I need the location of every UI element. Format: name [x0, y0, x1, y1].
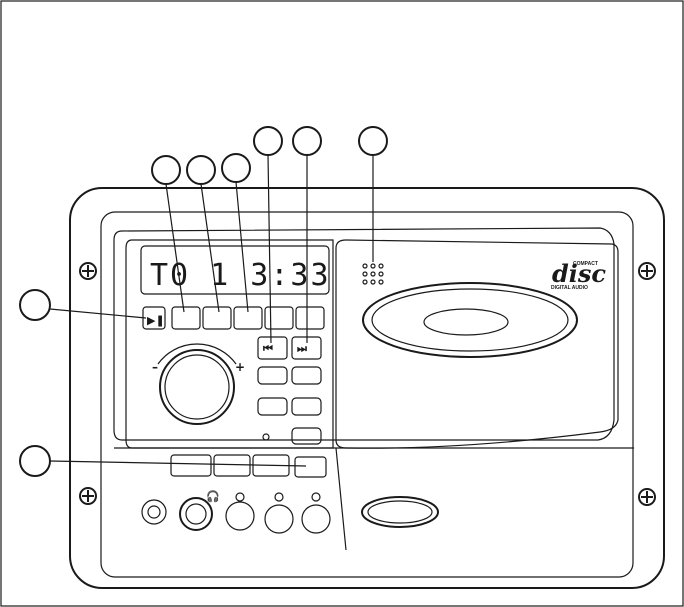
small-button-5[interactable]	[292, 428, 321, 444]
aux-jack[interactable]	[148, 506, 160, 518]
cd-section-edge	[336, 448, 346, 550]
knob-2-indicator	[275, 493, 283, 501]
compact-disc-logo: COMPACT disc DIGITAL AUDIO	[551, 259, 606, 291]
cd-slot-opening[interactable]	[424, 309, 508, 335]
svg-text:DIGITAL AUDIO: DIGITAL AUDIO	[551, 285, 588, 291]
previous-track-icon: ⏮	[263, 342, 273, 355]
screw-top-right	[639, 263, 655, 279]
small-button-1[interactable]	[258, 367, 287, 384]
callout-6	[359, 127, 387, 262]
preset-button-5[interactable]	[296, 307, 324, 329]
cd-slot-rim	[372, 289, 568, 351]
indicator-led	[263, 434, 269, 440]
small-button-3[interactable]	[258, 398, 287, 415]
preset-button-1[interactable]	[172, 307, 200, 329]
control-knob-2[interactable]	[265, 505, 293, 533]
volume-plus-label: +	[235, 360, 245, 374]
preset-button-2[interactable]	[203, 307, 231, 329]
volume-knob-inner	[165, 355, 229, 419]
headphone-jack[interactable]	[186, 504, 206, 524]
screw-top-left	[80, 263, 96, 279]
knob-3-indicator	[312, 493, 320, 501]
preset-button-4[interactable]	[265, 307, 293, 329]
bottom-button-4[interactable]	[295, 457, 326, 477]
callout-4	[254, 127, 282, 343]
small-button-4[interactable]	[292, 398, 321, 415]
screw-bottom-left	[80, 488, 96, 504]
volume-minus-label: –	[152, 360, 158, 374]
control-knob-1[interactable]	[226, 502, 254, 530]
svg-text:disc: disc	[552, 259, 606, 288]
knob-1-indicator	[236, 493, 244, 501]
callout-5	[293, 127, 321, 343]
aux-jack-outer	[142, 500, 166, 524]
callout-8	[20, 446, 306, 476]
next-track-icon: ⏭	[297, 342, 307, 355]
headphones-icon: 🎧	[206, 490, 220, 503]
ir-sensor-dots	[363, 264, 383, 284]
volume-knob[interactable]	[160, 350, 234, 424]
screw-bottom-right	[639, 489, 655, 505]
bottom-button-2[interactable]	[214, 455, 250, 476]
small-button-2[interactable]	[292, 367, 321, 384]
eject-button[interactable]	[368, 501, 432, 523]
control-knob-3[interactable]	[302, 505, 330, 533]
callout-7	[20, 290, 146, 320]
play-pause-icon: ▶❚	[147, 314, 165, 327]
cd-slot-outer	[363, 283, 577, 357]
bottom-button-1[interactable]	[171, 455, 211, 476]
